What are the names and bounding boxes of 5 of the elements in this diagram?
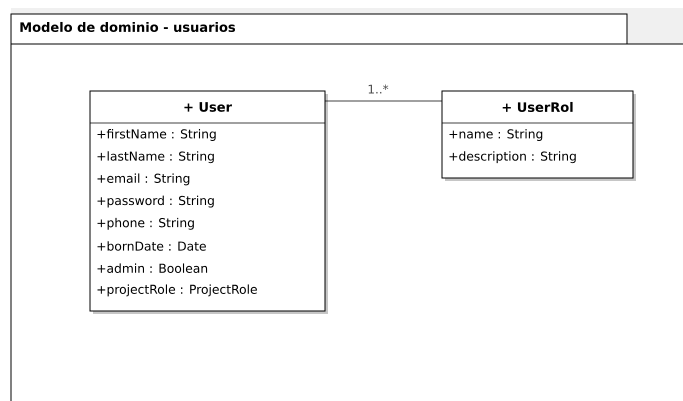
class-box: + UserRol +name : String +description : String	[442, 90, 636, 181]
node-label: Modelo de dominio - usuarios	[20, 22, 236, 32]
multiplicity-label: 1..*	[368, 84, 388, 94]
association-line	[325, 100, 442, 102]
class-box: + User +firstName : String +lastName : String +email : String +password : String +phone : String +bornDate : Date +admin : Boolean +projectRole : ProjectRole	[90, 90, 328, 314]
